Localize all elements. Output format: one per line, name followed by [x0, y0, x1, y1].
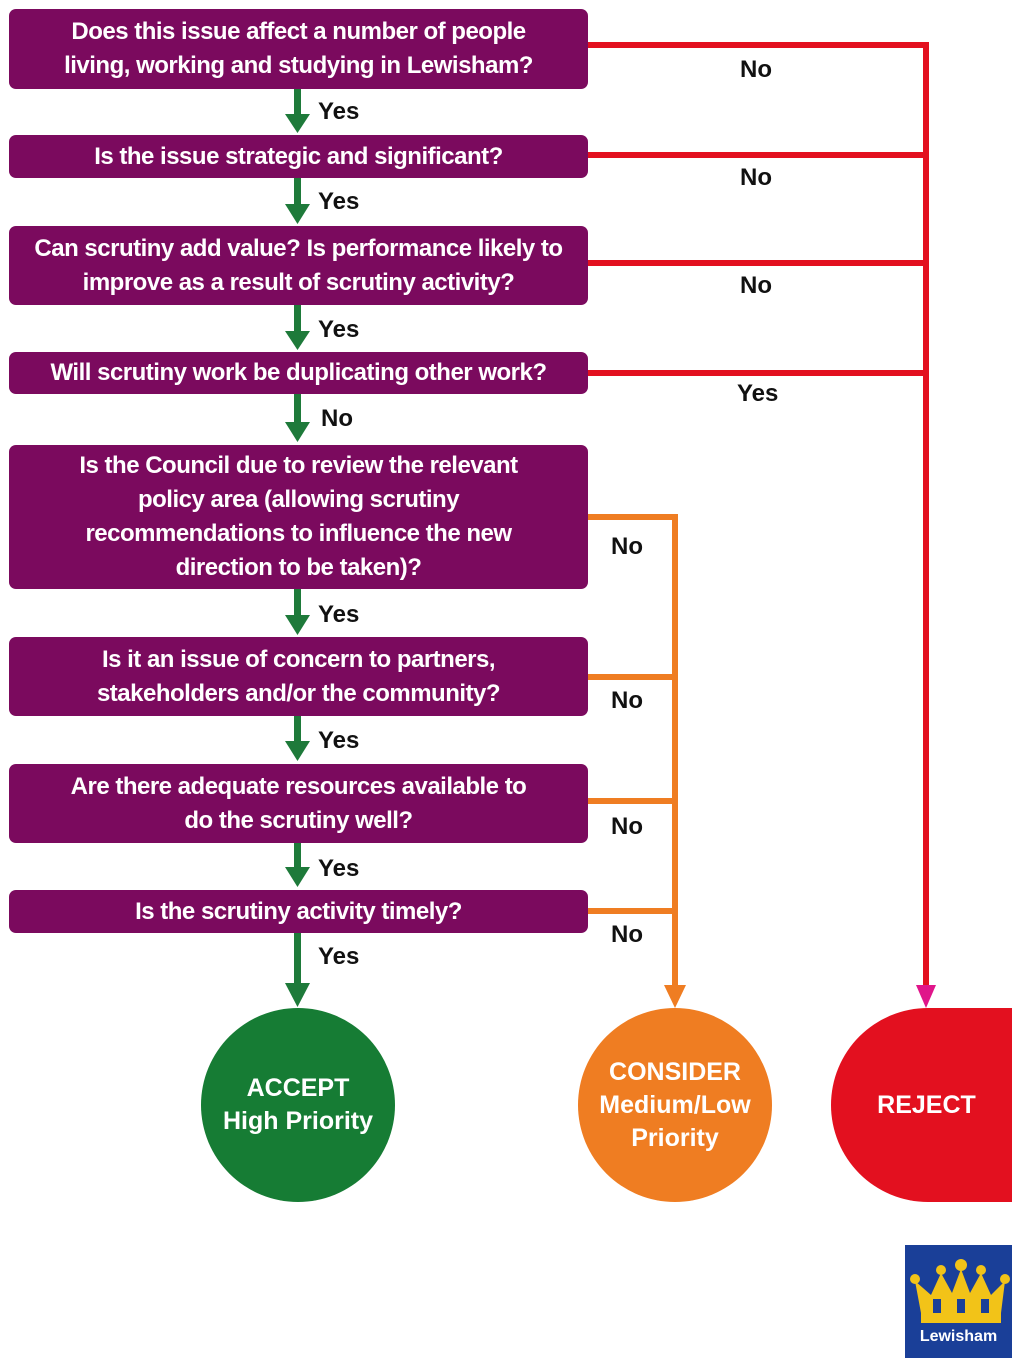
yes-arrows [285, 88, 310, 1007]
question-text: Is the issue strategic and significant? [94, 142, 503, 170]
down-label: No [321, 405, 353, 432]
question-text: Are there adequate resources available t… [70, 772, 527, 834]
down-label: Yes [318, 188, 360, 215]
side-label: No [740, 164, 772, 191]
down-label: Yes [318, 855, 360, 882]
lewisham-logo: Lewisham [905, 1245, 1012, 1358]
side-label: No [611, 687, 643, 714]
accept-subtitle: High Priority [222, 1107, 373, 1135]
reject-circle: REJECT [831, 1008, 1012, 1202]
question-box-concern: Is it an issue of concern to partners, s… [9, 637, 588, 716]
question-box-duplicating: Will scrutiny work be duplicating other … [9, 352, 588, 394]
consider-circle: CONSIDER Medium/Low Priority [578, 1008, 772, 1202]
accept-title: ACCEPT [246, 1074, 350, 1102]
consider-subtitle: Medium/Low [599, 1090, 751, 1119]
consider-lines [588, 514, 678, 990]
consider-title: CONSIDER [609, 1057, 741, 1086]
side-label: No [611, 921, 643, 948]
consider-arrowhead [664, 985, 686, 1008]
question-box-timely: Is the scrutiny activity timely? [9, 890, 588, 933]
side-label: No [611, 533, 643, 560]
reject-title: REJECT [877, 1090, 976, 1119]
down-label: Yes [318, 727, 360, 754]
question-text: Does this issue affect a number of peopl… [64, 18, 533, 79]
question-box-strategic: Is the issue strategic and significant? [9, 135, 588, 178]
down-label: Yes [318, 98, 360, 125]
question-text: Will scrutiny work be duplicating other … [50, 359, 547, 386]
logo-text: Lewisham [919, 1328, 998, 1345]
question-box-council-review: Is the Council due to review the relevan… [9, 445, 588, 589]
crown-icon [910, 1259, 1010, 1323]
question-text: Is the scrutiny activity timely? [135, 897, 462, 925]
consider-subtitle-2: Priority [631, 1123, 719, 1152]
reject-arrowhead [916, 985, 936, 1008]
down-label: Yes [318, 316, 360, 343]
reject-lines [588, 42, 929, 995]
side-label: No [611, 813, 643, 840]
question-box-affect-people: Does this issue affect a number of peopl… [9, 9, 588, 89]
question-text: Is the Council due to review the relevan… [79, 452, 518, 581]
down-label: Yes [318, 601, 360, 628]
question-text: Is it an issue of concern to partners, s… [96, 645, 501, 707]
down-label: Yes [318, 943, 360, 970]
side-label: No [740, 56, 772, 83]
question-box-resources: Are there adequate resources available t… [9, 764, 588, 843]
side-label: Yes [737, 380, 779, 407]
side-label: No [740, 272, 772, 299]
question-box-add-value: Can scrutiny add value? Is performance l… [9, 226, 588, 305]
accept-circle: ACCEPT High Priority [201, 1008, 395, 1202]
question-text: Can scrutiny add value? Is performance l… [34, 234, 563, 296]
